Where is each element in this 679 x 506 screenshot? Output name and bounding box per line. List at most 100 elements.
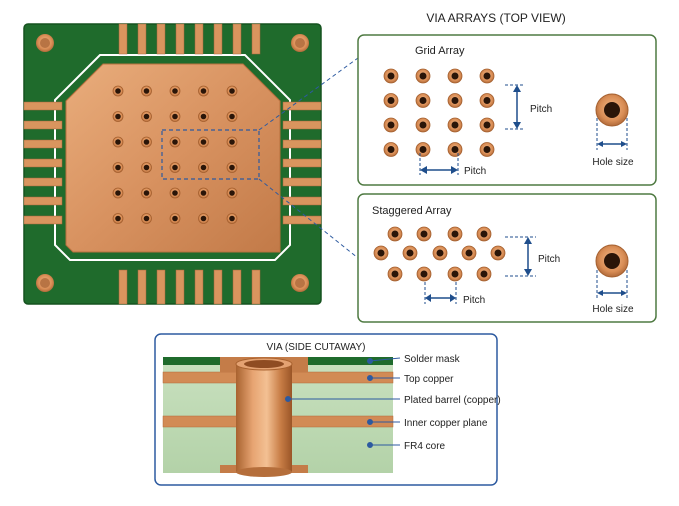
grid-via [447,93,463,108]
side-cutaway-panel: VIA (SIDE CUTAWAY) Solder mask Top coppe… [154,333,501,486]
staggered-via [387,266,403,282]
thermal-via [226,213,238,224]
pin-bottom [213,269,223,305]
staggered-via [432,245,448,261]
grid-hole-size-label: Hole size [592,157,634,168]
thermal-via [169,213,181,224]
thermal-via [198,213,209,224]
cutaway-callouts [285,357,401,448]
pin-right [282,177,322,187]
thermal-via [226,162,238,173]
grid-via [415,68,431,84]
pin-bottom [175,269,185,305]
label-inner-copper-plane: Inner copper plane [404,418,488,429]
label-plated-barrel: Plated barrel (copper) [404,395,501,406]
staggered-via [476,266,492,282]
staggered-via [387,226,403,242]
staggered-via [447,266,463,282]
grid-array-title: Grid Array [415,45,465,57]
pin-bottom [156,269,166,305]
staggered-pitch-vertical [505,236,536,277]
staggered-array-vias [373,226,506,282]
pin-top [118,23,128,55]
label-top-copper: Top copper [404,374,454,385]
grid-pitch-vertical-label: Pitch [530,104,552,115]
pin-bottom [118,269,128,305]
side-cutaway-title: VIA (SIDE CUTAWAY) [267,342,366,353]
pin-right [282,139,322,149]
thermal-via [141,85,152,97]
staggered-pitch-horizontal [424,282,457,304]
grid-pitch-vertical [505,84,525,130]
pin-right [282,196,322,206]
thermal-via [141,111,152,122]
grid-via [479,93,495,108]
grid-via [383,142,399,157]
grid-via [383,68,399,84]
pin-bottom [232,269,242,305]
thermal-via [198,162,209,173]
pin-bottom [194,269,204,305]
staggered-via [447,226,463,242]
label-solder-mask: Solder mask [404,354,461,365]
pin-top [156,23,166,55]
grid-via [447,117,463,133]
thermal-via [169,85,181,97]
thermal-via [141,213,152,224]
mounting-holes [36,34,309,292]
thermal-via [112,111,124,122]
grid-via [383,93,399,108]
grid-via [479,142,495,157]
grid-via [415,93,431,108]
silkscreen-outline [54,54,291,261]
grid-hole-size-detail [595,93,629,150]
grid-via [479,117,495,133]
pin-left [23,196,63,206]
thermal-via [169,162,181,173]
thermal-via [141,136,152,148]
grid-via [383,117,399,133]
grid-via [415,117,431,133]
thermal-pad-vias [112,85,238,224]
qfn-pins [23,23,322,305]
staggered-via [402,245,418,261]
pcb-board [23,23,359,305]
pin-right [282,101,322,111]
pin-top [251,23,261,55]
thermal-via [198,187,209,199]
thermal-via [169,136,181,148]
pin-top [213,23,223,55]
thermal-via [226,111,238,122]
grid-via [479,68,495,84]
thermal-via [112,136,124,148]
pin-left [23,120,63,130]
grid-pitch-horizontal [419,153,459,175]
staggered-pitch-vertical-label: Pitch [538,254,560,265]
thermal-via [198,136,209,148]
staggered-via [373,245,389,261]
staggered-array-title: Staggered Array [372,205,452,217]
pin-left [23,215,63,225]
grid-array-vias [383,68,495,157]
grid-via [447,68,463,84]
staggered-via [476,226,492,242]
pin-left [23,139,63,149]
pin-top [175,23,185,55]
staggered-pitch-horizontal-label: Pitch [463,295,485,306]
pin-right [282,120,322,130]
staggered-via [416,226,432,242]
grid-via [447,142,463,157]
pin-left [23,177,63,187]
grid-pitch-horizontal-label: Pitch [464,166,486,177]
pin-right [282,215,322,225]
label-fr4-core: FR4 core [404,441,446,452]
pin-bottom [251,269,261,305]
grid-array-panel: Grid Array Pitch Pitch [357,34,657,186]
thermal-pad [65,63,281,253]
staggered-hole-size-label: Hole size [592,304,634,315]
plated-barrel [220,357,308,477]
pin-top [137,23,147,55]
thermal-via [226,136,238,148]
thermal-via [112,187,124,199]
